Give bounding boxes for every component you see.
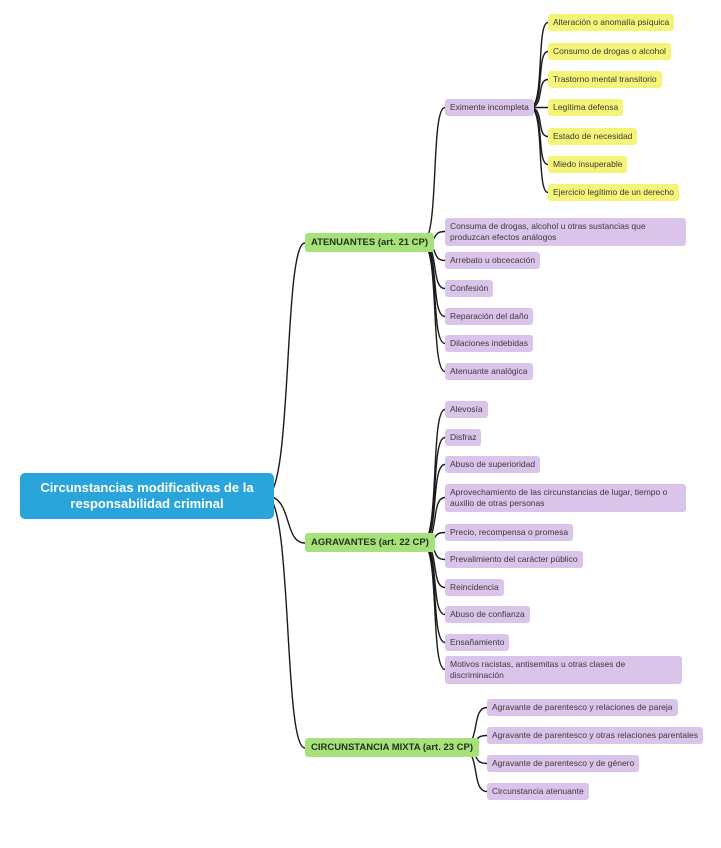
node-circunstancia-atenuante[interactable]: Circunstancia atenuante [487, 783, 589, 800]
node-abuso-superioridad[interactable]: Abuso de superioridad [445, 456, 541, 473]
node-reparacion-dano[interactable]: Reparación del daño [445, 308, 534, 325]
node-estado-necesidad[interactable]: Estado de necesidad [548, 128, 638, 145]
node-precio-recompensa-promesa[interactable]: Precio, recompensa o promesa [445, 524, 574, 541]
node-root[interactable]: Circunstancias modificativas de la respo… [20, 473, 274, 519]
node-abuso-confianza[interactable]: Abuso de confianza [445, 606, 530, 623]
node-eximente-incompleta[interactable]: Eximente incompleta [445, 99, 534, 116]
node-agravante-parentesco-parentales[interactable]: Agravante de parentesco y otras relacion… [487, 727, 704, 744]
node-legitima-defensa[interactable]: Legítima defensa [548, 99, 624, 116]
node-consumo-drogas-alcohol[interactable]: Consumo de drogas o alcohol [548, 43, 671, 60]
branch-agravantes[interactable]: AGRAVANTES (art. 22 CP) [305, 533, 435, 552]
node-confesion[interactable]: Confesión [445, 280, 494, 297]
node-alteracion-anomalia-psiquica[interactable]: Alteración o anomalía psíquica [548, 14, 675, 31]
node-agravante-parentesco-genero[interactable]: Agravante de parentesco y de género [487, 755, 640, 772]
node-disfraz[interactable]: Disfraz [445, 429, 482, 446]
node-consumo-drogas-analogos[interactable]: Consuma de drogas, alcohol u otras susta… [445, 218, 686, 246]
node-ensanamiento[interactable]: Ensañamiento [445, 634, 510, 651]
node-atenuante-analogica[interactable]: Atenuante analógica [445, 363, 533, 380]
node-aprovechamiento-circunstancias[interactable]: Aprovechamiento de las circunstancias de… [445, 484, 686, 512]
branch-circunstancia-mixta[interactable]: CIRCUNSTANCIA MIXTA (art. 23 CP) [305, 738, 480, 757]
node-arrebato-obcecacion[interactable]: Arrebato u obcecación [445, 252, 541, 269]
node-prevalimiento-caracter-publico[interactable]: Prevalimiento del carácter público [445, 551, 583, 568]
node-miedo-insuperable[interactable]: Miedo insuperable [548, 156, 628, 173]
node-agravante-parentesco-pareja[interactable]: Agravante de parentesco y relaciones de … [487, 699, 678, 716]
node-reincidencia[interactable]: Reincidencia [445, 579, 504, 596]
branch-atenuantes[interactable]: ATENUANTES (art. 21 CP) [305, 233, 435, 252]
node-motivos-racistas[interactable]: Motivos racistas, antisemitas u otras cl… [445, 656, 682, 684]
node-ejercicio-legitimo-derecho[interactable]: Ejercicio legítimo de un derecho [548, 184, 679, 201]
node-alevosia[interactable]: Alevosía [445, 401, 488, 418]
node-trastorno-mental-transitorio[interactable]: Trastorno mental transitorio [548, 71, 662, 88]
node-dilaciones-indebidas[interactable]: Dilaciones indebidas [445, 335, 533, 352]
